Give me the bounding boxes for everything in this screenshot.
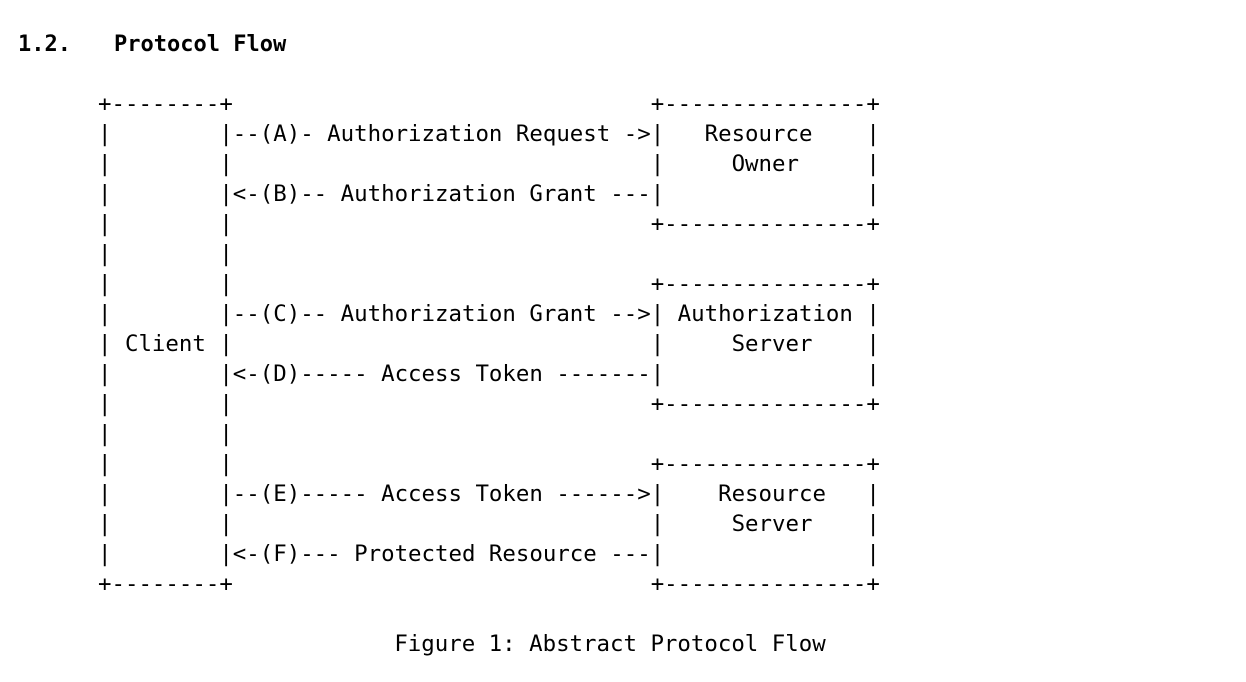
diagram-line: | | [98,421,233,447]
diagram-line: | | | Owner | [98,151,880,177]
section-heading: 1.2. Protocol Flow [18,30,286,60]
diagram-line: | | +---------------+ [98,391,880,417]
section-number: 1.2. [18,32,71,57]
diagram-line: | | | Server | [98,511,880,537]
diagram-line: | |<-(B)-- Authorization Grant ---| | [98,181,880,207]
section-title: Protocol Flow [114,32,287,57]
diagram-line: | | +---------------+ [98,271,880,297]
diagram-line: | |--(A)- Authorization Request ->| Reso… [98,121,880,147]
diagram-line: | | +---------------+ [98,451,880,477]
protocol-flow-diagram: +--------+ +---------------+ | |--(A)- A… [98,89,880,599]
diagram-line: | | +---------------+ [98,211,880,237]
diagram-line: | |--(C)-- Authorization Grant -->| Auth… [98,301,880,327]
diagram-line: | |--(E)----- Access Token ------>| Reso… [98,481,880,507]
diagram-line: | |<-(F)--- Protected Resource ---| | [98,541,880,567]
diagram-line: +--------+ +---------------+ [98,91,880,117]
diagram-line: | Client | | Server | [98,331,880,357]
diagram-line: +--------+ +---------------+ [98,571,880,597]
diagram-line: | |<-(D)----- Access Token -------| | [98,361,880,387]
figure-caption: Figure 1: Abstract Protocol Flow [394,631,826,657]
diagram-line: | | [98,241,233,267]
